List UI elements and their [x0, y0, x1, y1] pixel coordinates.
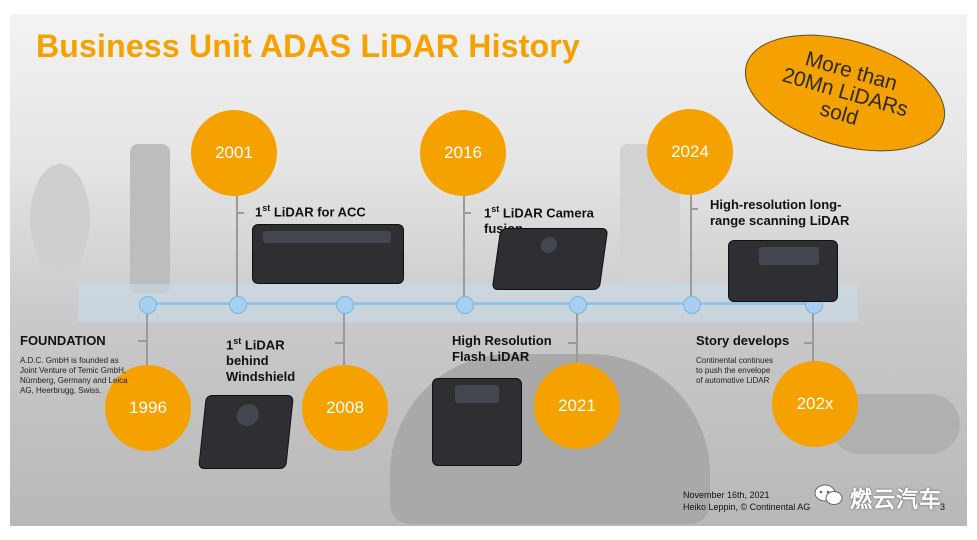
footer-date: November 16th, 2021: [683, 490, 770, 500]
label-2008: 1st LiDAR behind Windshield: [226, 336, 296, 385]
timeline-axis: [146, 302, 816, 305]
lidar-camera-device-image: [491, 228, 609, 290]
year-circle-2008: 2008: [302, 365, 388, 451]
page-title: Business Unit ADAS LiDAR History: [36, 28, 580, 64]
timeline-dot-2008: [336, 296, 354, 314]
tick-2001: [236, 212, 244, 214]
year-circle-202x: 202x: [772, 361, 858, 447]
desc-202x: Continental continues to push the envelo…: [696, 356, 773, 385]
flash-lidar-device-image: [432, 378, 522, 466]
stem-2016: [463, 192, 465, 302]
desc-1996: A.D.C. GmbH is founded as Joint Venture …: [20, 356, 128, 395]
page-number: 3: [940, 502, 946, 512]
year-circle-2016: 2016: [420, 110, 506, 196]
stem-1996: [146, 305, 148, 365]
tick-2021: [568, 342, 576, 344]
timeline-dot-2024: [683, 296, 701, 314]
tick-2008: [335, 342, 343, 344]
windshield-lidar-device-image: [198, 395, 294, 469]
label-1996: FOUNDATION: [20, 333, 106, 348]
tick-1996: [138, 340, 146, 342]
label-2024: High-resolution long-range scanning LiDA…: [710, 197, 850, 228]
tick-2016: [463, 212, 471, 214]
year-circle-2001: 2001: [191, 110, 277, 196]
year-circle-2024: 2024: [647, 109, 733, 195]
stem-2024: [690, 192, 692, 302]
footer-author: Heiko Leppin, © Continental AG: [683, 502, 811, 512]
footer: November 16th, 2021 Heiko Leppin, © Cont…: [683, 489, 810, 513]
lidar-acc-device-image: [252, 224, 404, 284]
label-2021: High Resolution Flash LiDAR: [452, 333, 552, 364]
timeline-dot-1996: [139, 296, 157, 314]
tick-2024: [690, 208, 698, 210]
label-2001: 1st LiDAR for ACC: [255, 203, 366, 220]
wechat-icon: [814, 484, 843, 505]
scanning-lidar-device-image: [728, 240, 838, 302]
timeline-dot-2021: [569, 296, 587, 314]
stem-202x: [812, 305, 814, 365]
year-circle-1996: 1996: [105, 365, 191, 451]
label-202x: Story develops: [696, 333, 790, 348]
timeline-dot-2001: [229, 296, 247, 314]
stem-2008: [343, 305, 345, 365]
stem-2021: [576, 305, 578, 365]
year-circle-2021: 2021: [534, 363, 620, 449]
timeline-dot-2016: [456, 296, 474, 314]
stem-2001: [236, 192, 238, 302]
tick-202x: [804, 342, 812, 344]
watermark-text: 燃云汽车: [850, 487, 943, 512]
